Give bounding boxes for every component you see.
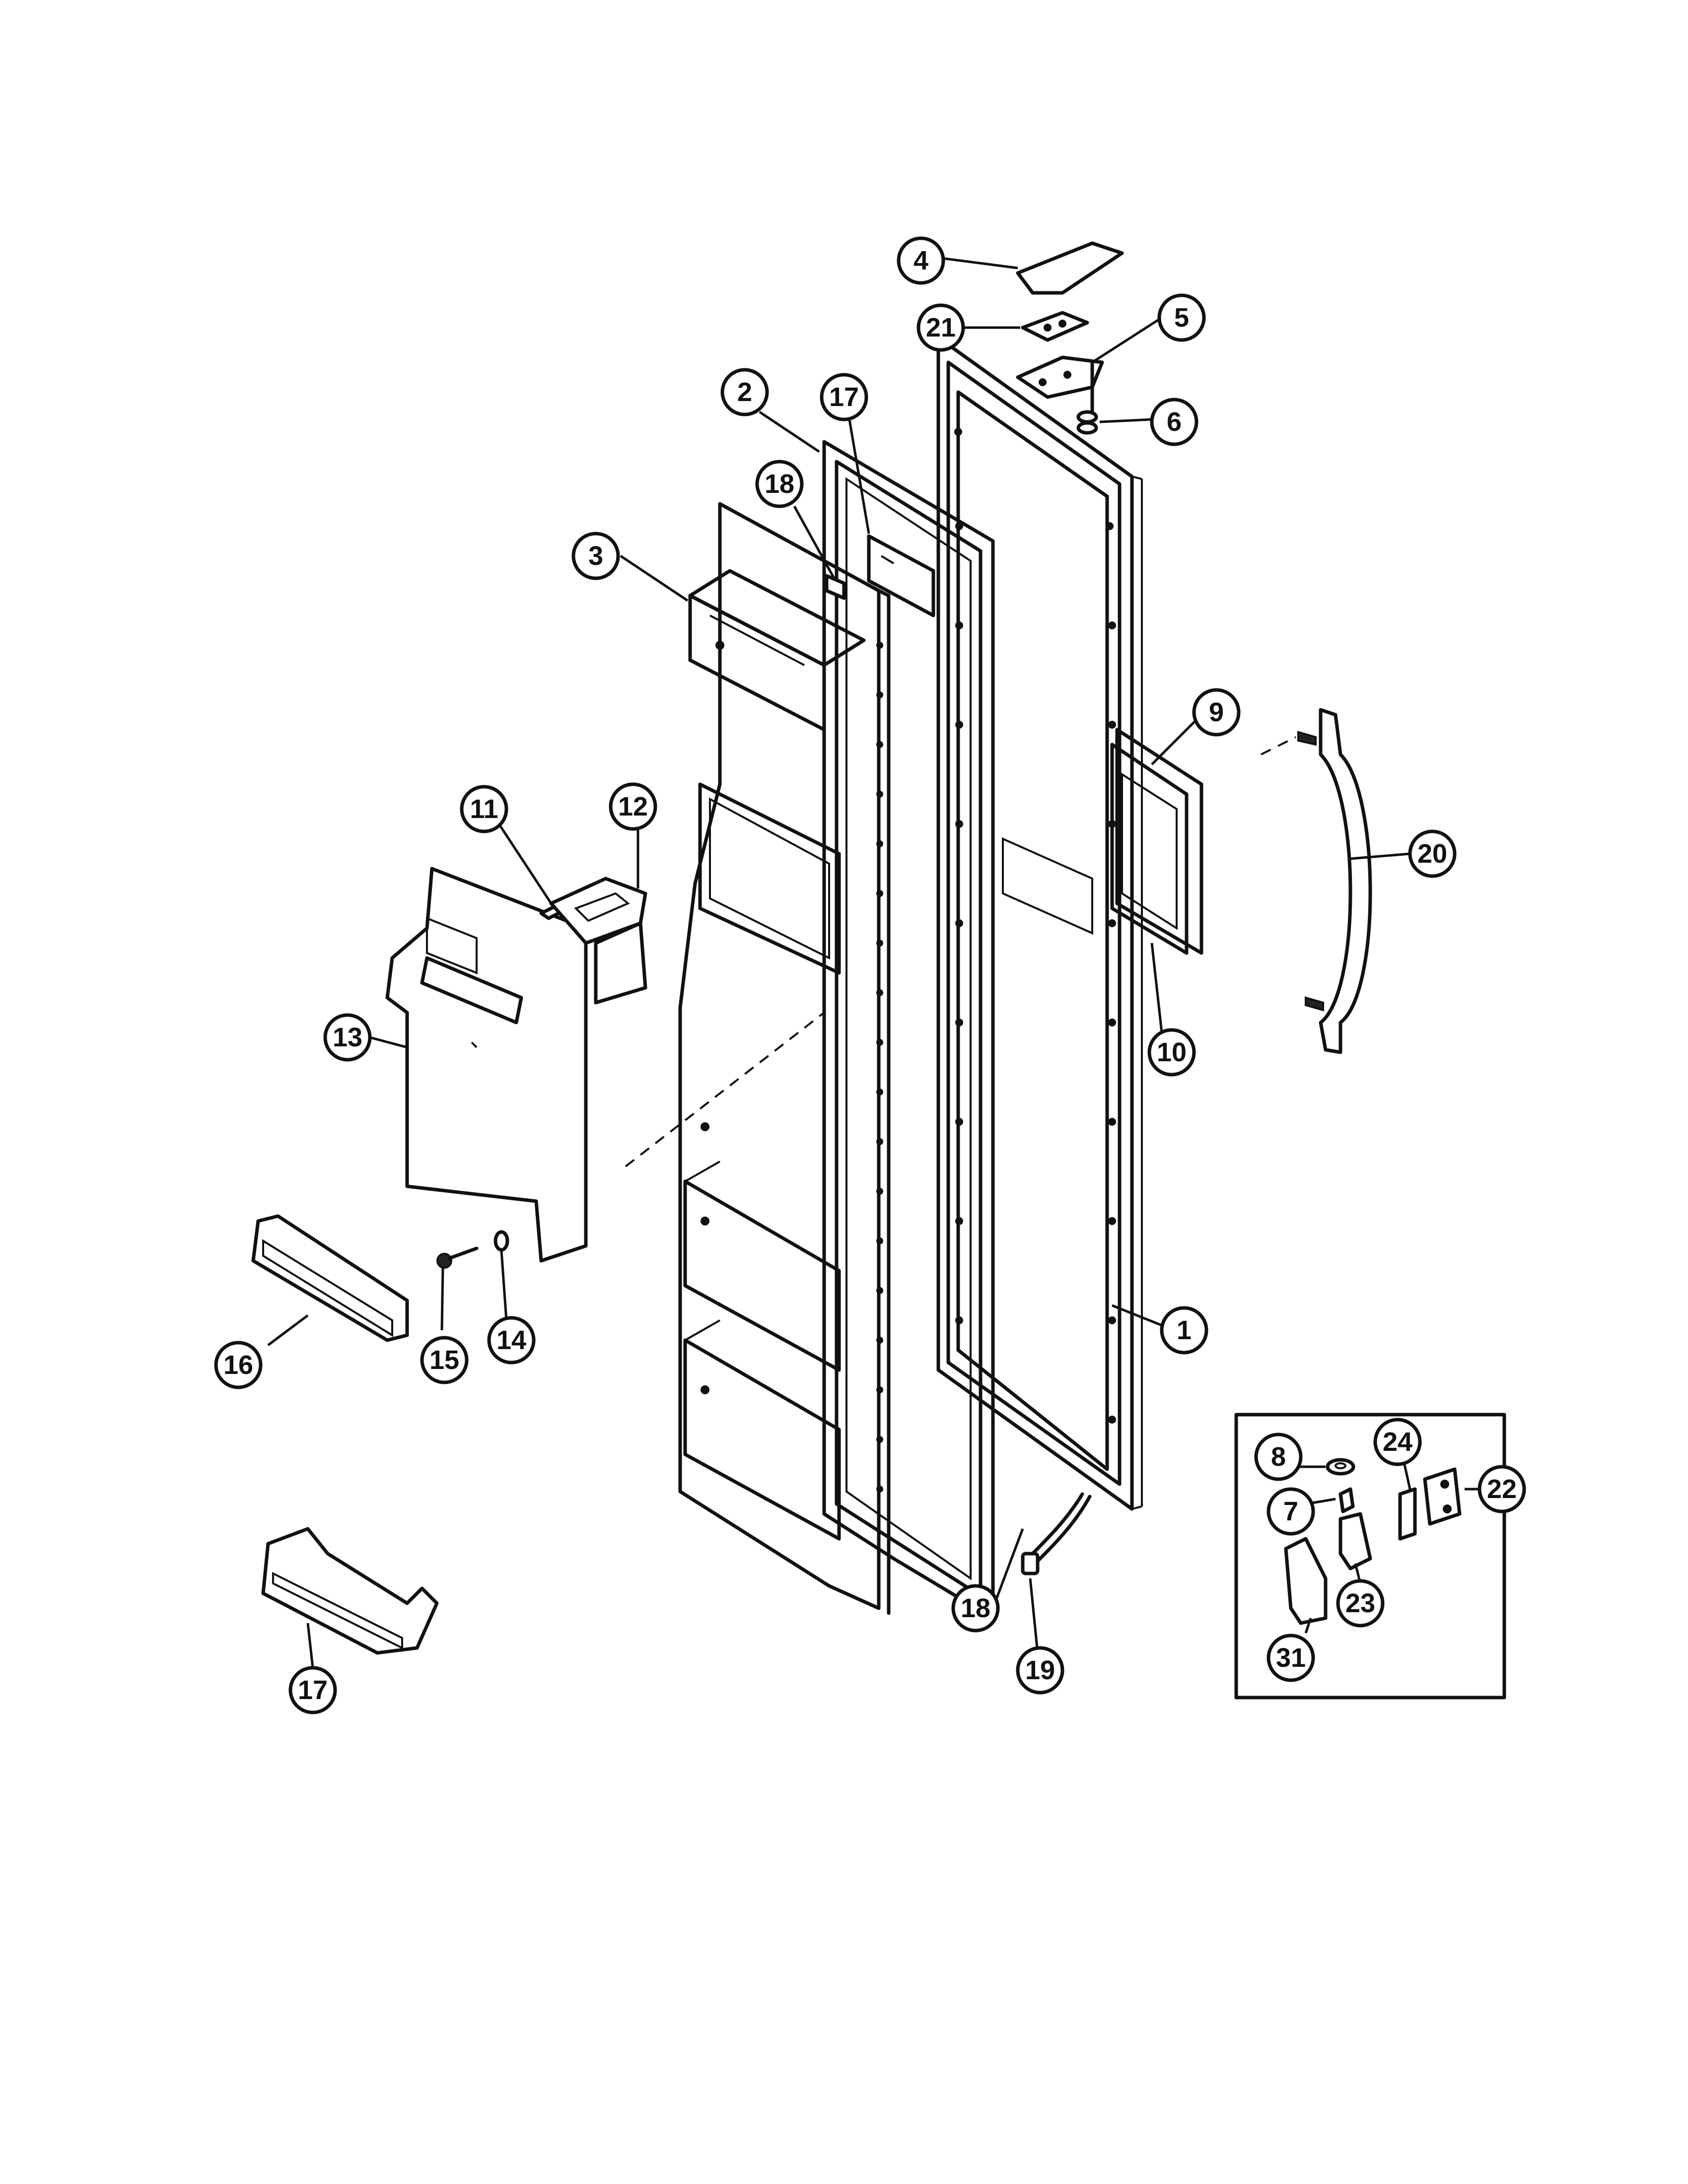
callout-17-bottom: 17 bbox=[288, 1666, 337, 1714]
callout-13: 13 bbox=[323, 1013, 372, 1062]
callout-31: 31 bbox=[1266, 1634, 1315, 1682]
inset-box bbox=[1234, 1413, 1506, 1700]
door-gasket bbox=[822, 440, 995, 1620]
svg-text:9: 9 bbox=[1209, 697, 1224, 727]
svg-text:1: 1 bbox=[1177, 1315, 1192, 1345]
door-bin-small bbox=[251, 1214, 409, 1342]
callout-14: 14 bbox=[487, 1316, 536, 1365]
svg-text:19: 19 bbox=[1025, 1655, 1055, 1685]
callout-18-top: 18 bbox=[755, 460, 804, 508]
door-handle bbox=[1261, 708, 1372, 1054]
svg-text:18: 18 bbox=[765, 469, 794, 499]
svg-text:6: 6 bbox=[1167, 407, 1182, 437]
svg-text:23: 23 bbox=[1345, 1588, 1375, 1618]
callout-22: 22 bbox=[1477, 1465, 1526, 1513]
callout-15: 15 bbox=[420, 1336, 469, 1384]
svg-text:15: 15 bbox=[429, 1345, 459, 1375]
callout-7: 7 bbox=[1266, 1487, 1315, 1536]
callout-20: 20 bbox=[1408, 829, 1457, 878]
svg-text:11: 11 bbox=[470, 794, 498, 824]
callout-5: 5 bbox=[1157, 293, 1206, 342]
assembly-axis bbox=[625, 1012, 825, 1167]
callout-17-top: 17 bbox=[820, 373, 868, 421]
callout-4: 4 bbox=[897, 236, 945, 285]
svg-text:22: 22 bbox=[1487, 1474, 1517, 1504]
dispenser-housing bbox=[385, 867, 588, 1263]
hinge-shim bbox=[1021, 311, 1089, 342]
cord-and-tube bbox=[1021, 1492, 1092, 1575]
callout-12: 12 bbox=[609, 782, 657, 831]
svg-text:18: 18 bbox=[961, 1593, 990, 1623]
svg-text:16: 16 bbox=[223, 1350, 253, 1380]
svg-text:2: 2 bbox=[737, 377, 752, 407]
svg-text:8: 8 bbox=[1271, 1442, 1286, 1472]
callout-23: 23 bbox=[1336, 1579, 1385, 1628]
callout-8: 8 bbox=[1254, 1433, 1303, 1481]
svg-text:14: 14 bbox=[496, 1325, 526, 1355]
callout-6: 6 bbox=[1150, 398, 1198, 446]
ice-chute bbox=[549, 877, 647, 1005]
door-bin-large bbox=[261, 1527, 439, 1655]
callout-21: 21 bbox=[916, 303, 965, 352]
svg-text:21: 21 bbox=[926, 313, 956, 342]
top-hinge bbox=[1016, 355, 1104, 414]
svg-text:12: 12 bbox=[618, 792, 648, 821]
callout-10: 10 bbox=[1147, 1028, 1196, 1077]
door-liner bbox=[678, 502, 891, 1615]
callout-1: 1 bbox=[1160, 1306, 1208, 1355]
hinge-washer bbox=[1076, 410, 1098, 435]
screw-and-bushing bbox=[436, 1230, 509, 1269]
callout-24: 24 bbox=[1373, 1418, 1422, 1466]
svg-text:5: 5 bbox=[1174, 303, 1189, 333]
door-outer-panel bbox=[936, 336, 1143, 1511]
callout-19: 19 bbox=[1016, 1646, 1064, 1695]
svg-text:10: 10 bbox=[1157, 1037, 1187, 1067]
callout-2: 2 bbox=[720, 368, 769, 416]
svg-text:17: 17 bbox=[829, 382, 859, 412]
callout-18-bottom: 18 bbox=[951, 1584, 1000, 1633]
leader-lines bbox=[267, 257, 1484, 1668]
liner-clip bbox=[825, 574, 846, 600]
svg-text:20: 20 bbox=[1417, 839, 1447, 869]
svg-text:3: 3 bbox=[588, 541, 603, 571]
svg-text:13: 13 bbox=[333, 1023, 362, 1052]
svg-text:4: 4 bbox=[914, 246, 928, 275]
callout-9: 9 bbox=[1192, 688, 1241, 737]
hinge-cover bbox=[1016, 241, 1124, 295]
rear-panel bbox=[1002, 728, 1203, 955]
svg-text:7: 7 bbox=[1283, 1497, 1298, 1526]
door-frame-rivets bbox=[954, 428, 1116, 1424]
callout-11: 11 bbox=[460, 785, 508, 833]
callout-16: 16 bbox=[214, 1341, 263, 1389]
callout-3: 3 bbox=[571, 532, 620, 580]
svg-text:24: 24 bbox=[1383, 1427, 1412, 1457]
svg-text:17: 17 bbox=[298, 1675, 328, 1705]
liner-bracket bbox=[867, 534, 935, 617]
svg-text:31: 31 bbox=[1276, 1643, 1306, 1673]
